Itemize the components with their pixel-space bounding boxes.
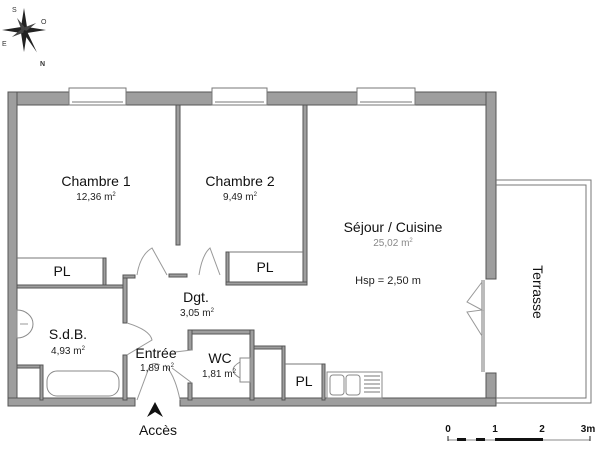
room-area-chambre1: 12,36 m2 — [76, 192, 116, 203]
svg-text:N: N — [40, 61, 45, 68]
room-area-sdb: 4,93 m2 — [51, 346, 85, 357]
room-name-sejour: Séjour / Cuisine — [343, 219, 443, 235]
room-area-dgt: 3,05 m2 — [180, 308, 214, 319]
fixtures — [16, 309, 383, 399]
access-label: Accès — [138, 422, 178, 438]
room-name-chambre2: Chambre 2 — [205, 173, 275, 189]
access-arrow-icon — [147, 402, 163, 417]
windows — [68, 87, 416, 106]
ceiling-height: Hsp = 2,50 m — [355, 275, 421, 287]
room-name-chambre1: Chambre 1 — [61, 173, 131, 189]
closet-sejour: PL — [295, 373, 313, 389]
scale-bar — [447, 436, 591, 441]
terrace-label: Terrasse — [530, 265, 546, 319]
room-name-wc: WC — [208, 350, 232, 366]
exterior-walls — [7, 91, 497, 407]
svg-text:O: O — [41, 19, 47, 26]
scale-tick-0: 0 — [445, 424, 451, 435]
scale-tick-3m: 3m — [580, 424, 596, 435]
room-area-entree: 1,89 m2 — [140, 363, 174, 374]
scale-tick-1: 1 — [492, 424, 498, 435]
svg-text:E: E — [2, 41, 7, 48]
compass-rose-icon: S O E N — [2, 7, 47, 68]
svg-text:S: S — [12, 7, 17, 14]
closet-chambre1: PL — [53, 263, 71, 279]
room-area-chambre2: 9,49 m2 — [223, 192, 257, 203]
room-area-wc: 1,81 m2 — [202, 369, 236, 380]
room-name-entree: Entrée — [135, 345, 177, 361]
room-area-sejour: 25,02 m2 — [373, 238, 413, 249]
room-name-dgt: Dgt. — [183, 289, 209, 305]
closet-chambre2: PL — [256, 259, 274, 275]
scale-tick-2: 2 — [539, 424, 545, 435]
terrace-outline — [496, 179, 592, 404]
door-swings — [126, 247, 485, 401]
interior-walls — [16, 104, 326, 401]
room-name-sdb: S.d.B. — [48, 326, 88, 342]
